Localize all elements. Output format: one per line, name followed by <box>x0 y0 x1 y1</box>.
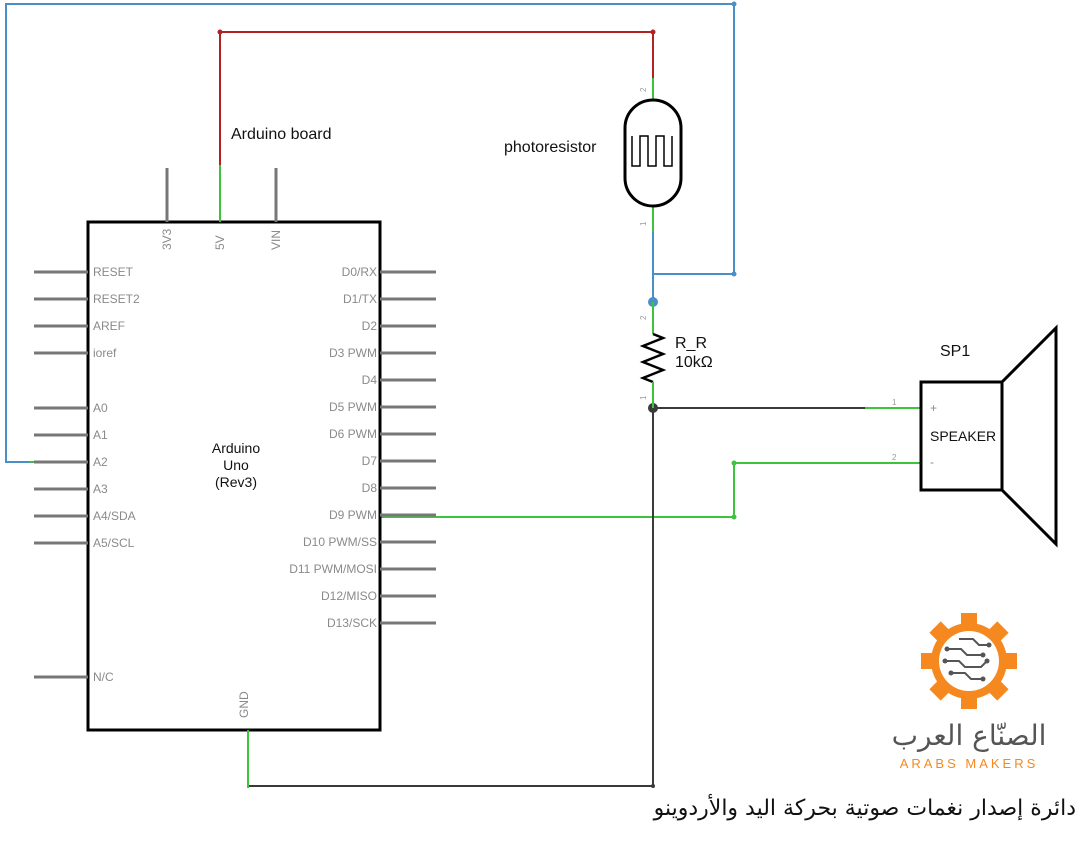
pin-label-left: A1 <box>93 428 108 442</box>
pin-label-right: D7 <box>362 454 378 468</box>
top-pin-legs <box>165 168 278 786</box>
speaker: SPEAKER + - 1 2 <box>892 324 1058 548</box>
arduino-board-label: Arduino board <box>231 126 332 143</box>
pin-label-top: 5V <box>213 235 227 250</box>
pin-label-right: D2 <box>362 319 378 333</box>
pin-label-top: VIN <box>269 230 283 250</box>
speaker-name: SPEAKER <box>930 428 996 444</box>
photoresistor: 2 1 <box>623 87 683 226</box>
pin-label-right: D4 <box>362 373 378 387</box>
board-name-line2: Uno <box>223 457 249 473</box>
pin-label-right: D13/SCK <box>327 616 377 630</box>
pin-label-left: A5/SCL <box>93 536 135 550</box>
resistor-pin1-label: 1 <box>639 395 648 400</box>
pin-label-left: RESET <box>93 265 134 279</box>
resistor: 2 1 <box>639 302 667 404</box>
gear-icon <box>921 613 1017 709</box>
resistor-value: 10kΩ <box>675 354 713 371</box>
photoresistor-label: photoresistor <box>504 139 597 156</box>
pin-label-right: D0/RX <box>342 265 377 279</box>
pin-label-left: A3 <box>93 482 108 496</box>
speaker-plus-label: + <box>930 401 937 415</box>
pin-label-right: D3 PWM <box>329 346 377 360</box>
board-name-line3: (Rev3) <box>215 474 257 490</box>
pin-label-right: D11 PWM/MOSI <box>289 562 377 576</box>
resistor-name: R_R <box>675 335 707 352</box>
pin-label-right: D1/TX <box>343 292 377 306</box>
pin-label-left: N/C <box>93 670 114 684</box>
board-name-line1: Arduino <box>212 440 260 456</box>
speaker-pin1-label: 1 <box>892 398 897 407</box>
pin-label-left: A2 <box>93 455 108 469</box>
wire-d9 <box>380 460 920 520</box>
pin-label-right: D12/MISO <box>321 589 377 603</box>
pin-label-right: D8 <box>362 481 378 495</box>
speaker-ref-label: SP1 <box>940 343 970 360</box>
pin-label-right: D6 PWM <box>329 427 377 441</box>
circuit-traces-icon <box>945 638 989 680</box>
pin-label-right: D10 PWM/SS <box>303 535 377 549</box>
photoresistor-pin2-label: 2 <box>639 87 648 92</box>
diagram-caption: دائرة إصدار نغمات صوتية بحركة اليد والأر… <box>653 796 1076 821</box>
pin-label-right: D9 PWM <box>329 508 377 522</box>
pin-label-left: ioref <box>93 346 117 360</box>
arabs-makers-logo: الصنّاع العرب ARABS MAKERS <box>892 613 1047 771</box>
pin-label-left: RESET2 <box>93 292 140 306</box>
speaker-pin2-label: 2 <box>892 453 897 462</box>
pin-label-left: A0 <box>93 401 108 415</box>
logo-arabic-name: الصنّاع العرب <box>892 719 1047 752</box>
pin-label-left: AREF <box>93 319 125 333</box>
pin-label-right: D5 PWM <box>329 400 377 414</box>
pin-label-left: A4/SDA <box>93 509 136 523</box>
pin-label-top: 3V3 <box>160 228 174 250</box>
logo-latin-name: ARABS MAKERS <box>900 756 1039 771</box>
top-pin-labels: 3V3 5V VIN <box>160 228 283 250</box>
pin-label-gnd: GND <box>237 691 251 718</box>
speaker-minus-label: - <box>930 455 934 469</box>
photoresistor-pin1-label: 1 <box>639 221 648 226</box>
resistor-pin2-label: 2 <box>639 315 648 320</box>
